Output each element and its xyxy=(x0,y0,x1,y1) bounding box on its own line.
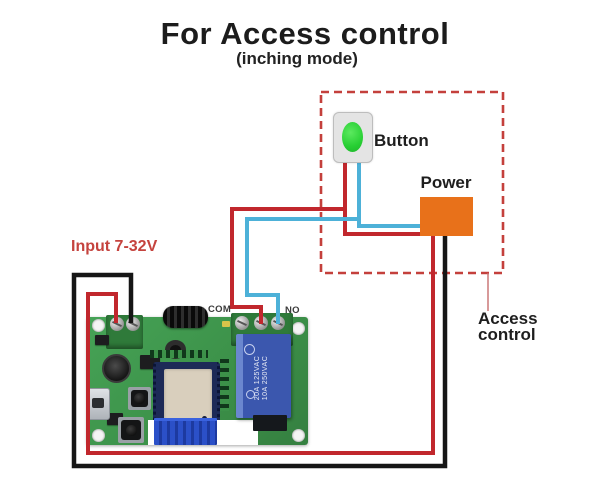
push-switch xyxy=(128,387,151,410)
solder-pads xyxy=(150,350,208,358)
wire-blue-no xyxy=(245,217,359,324)
wire-black-power xyxy=(71,236,448,469)
mounting-hole xyxy=(92,319,105,332)
cert-mark xyxy=(246,390,255,399)
page-subtitle: (inching mode) xyxy=(236,49,358,68)
power-supply-box xyxy=(420,197,473,236)
solder-pads xyxy=(220,359,229,411)
door-button xyxy=(333,112,373,163)
relay-base xyxy=(253,415,287,431)
input-terminal-block xyxy=(106,315,143,349)
wire-red-com xyxy=(230,207,347,324)
page-title: For Access control xyxy=(160,16,450,51)
mounting-hole xyxy=(92,429,105,442)
push-switch xyxy=(118,417,144,443)
blue-connector xyxy=(154,418,217,445)
no-terminal-label: NO xyxy=(285,305,300,316)
access-control-callout: Access control xyxy=(478,309,538,344)
terminal-screw xyxy=(110,317,124,331)
mounting-hole xyxy=(292,429,305,442)
button-label: Button xyxy=(374,131,429,150)
wire-blue-button xyxy=(357,161,421,228)
wire-red-power xyxy=(86,236,435,455)
access-control-dashed-box xyxy=(319,90,505,275)
inductor-cylinder xyxy=(163,306,208,328)
electrolytic-capacitor xyxy=(102,354,131,383)
cert-mark xyxy=(244,344,255,355)
wire-red-button xyxy=(343,161,421,236)
button-led xyxy=(342,122,363,152)
relay-board: 20A 125VAC 10A 250VAC xyxy=(87,306,308,445)
terminal-screw xyxy=(235,316,249,330)
com-terminal-label: COM xyxy=(208,304,232,315)
power-label: Power xyxy=(420,173,472,192)
input-voltage-label: Input 7-32V xyxy=(71,238,158,255)
chip xyxy=(95,335,109,345)
mounting-hole xyxy=(292,322,305,335)
led-indicator xyxy=(222,321,230,327)
relay: 20A 125VAC 10A 250VAC xyxy=(236,334,291,418)
